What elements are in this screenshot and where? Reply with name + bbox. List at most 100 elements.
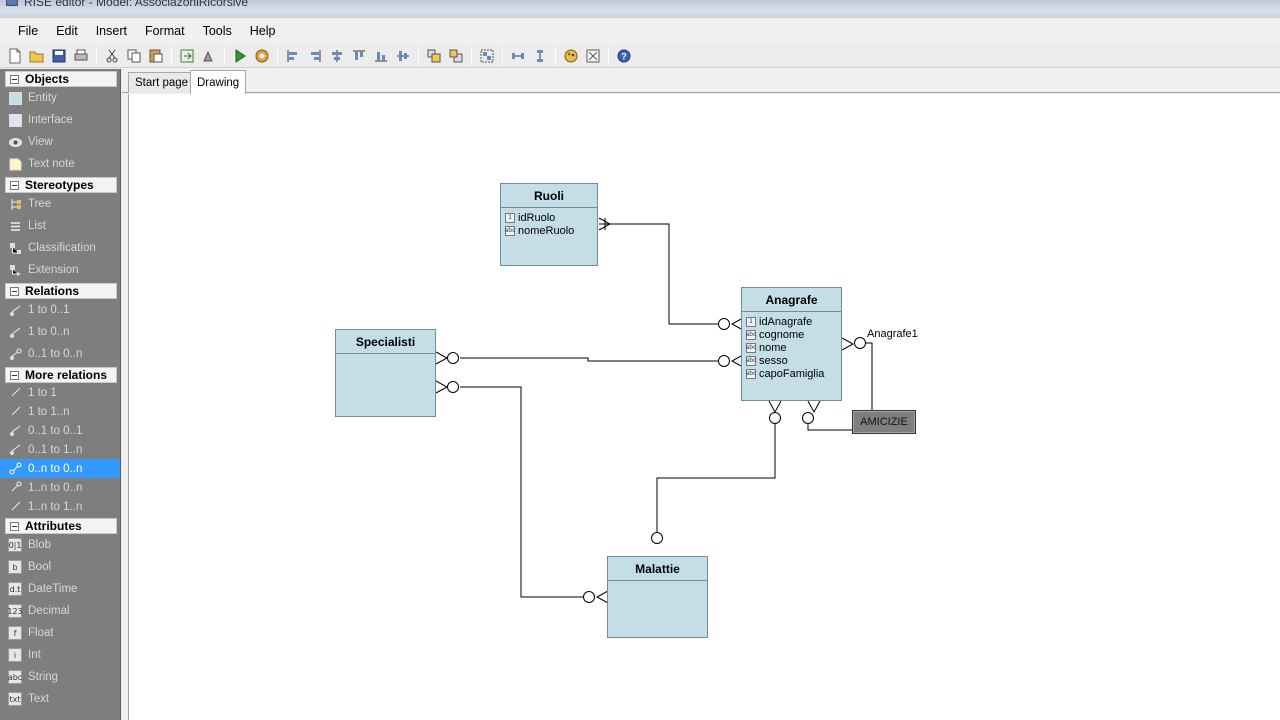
menu-help[interactable]: Help: [249, 24, 276, 38]
palette-item-text-note[interactable]: Text note: [0, 153, 120, 175]
palette-item-label: 0..1 to 0..n: [28, 348, 83, 360]
group-icon[interactable]: [476, 46, 498, 66]
palette-item-entity[interactable]: Entity: [0, 87, 120, 109]
align-left-icon[interactable]: [282, 46, 304, 66]
palette-item-relation[interactable]: 1..n to 1..n: [0, 497, 120, 516]
palette-item-extension[interactable]: Extension: [0, 259, 120, 281]
palette-item-relation[interactable]: 1 to 0..n: [0, 321, 120, 343]
generate-icon[interactable]: [198, 46, 220, 66]
toolbar-separator: [96, 46, 97, 65]
relation-line-specialisti-malattie[interactable]: [460, 386, 583, 598]
relation-line-ruoli-anagrafe[interactable]: [599, 223, 724, 325]
align-middle-icon[interactable]: [392, 46, 414, 66]
palette-item-relation[interactable]: 1..n to 0..n: [0, 478, 120, 497]
tab-start-page[interactable]: Start page: [128, 72, 196, 93]
send-back-icon[interactable]: [445, 46, 467, 66]
relation-box-amicizie[interactable]: AMICIZIE: [852, 410, 916, 434]
relation-line-amicizie-upper[interactable]: [866, 342, 873, 410]
palette-group-objects[interactable]: Objects: [5, 71, 117, 87]
entity-malattie[interactable]: Malattie: [607, 556, 708, 638]
relation-icon: [8, 386, 22, 400]
palette-item-relation[interactable]: 1 to 0..1: [0, 299, 120, 321]
palette-item-relation[interactable]: 0..1 to 0..n: [0, 343, 120, 365]
build-icon[interactable]: [251, 46, 273, 66]
palette-group-attributes[interactable]: Attributes: [5, 518, 117, 534]
align-top-icon[interactable]: [348, 46, 370, 66]
relation-icon: [8, 303, 22, 317]
run-icon[interactable]: [229, 46, 251, 66]
export-icon[interactable]: [176, 46, 198, 66]
print-icon[interactable]: [70, 46, 92, 66]
toolbar-separator: [224, 46, 225, 65]
open-icon[interactable]: [26, 46, 48, 66]
align-bottom-icon[interactable]: [370, 46, 392, 66]
copy-icon[interactable]: [123, 46, 145, 66]
optional-marker: [583, 591, 595, 603]
palette-item-view[interactable]: View: [0, 131, 120, 153]
palette-item-label: 0..1 to 1..n: [28, 443, 83, 456]
entity-title: Specialisti: [336, 330, 435, 354]
entity-specialisti[interactable]: Specialisti: [335, 329, 436, 417]
palette-item-relation-selected[interactable]: 0..n to 0..n: [0, 459, 120, 478]
optional-marker: [854, 337, 866, 349]
paste-icon[interactable]: [145, 46, 167, 66]
optional-marker: [447, 381, 459, 393]
align-right-icon[interactable]: [304, 46, 326, 66]
attribute-name: nome: [759, 341, 787, 354]
help-icon[interactable]: ?: [613, 46, 635, 66]
save-icon[interactable]: [48, 46, 70, 66]
tab-drawing[interactable]: Drawing: [190, 70, 247, 94]
menu-tools[interactable]: Tools: [202, 24, 232, 38]
palette-item-relation[interactable]: 0..1 to 0..1: [0, 421, 120, 440]
palette-group-relations[interactable]: Relations: [5, 283, 117, 299]
palette-item-relation[interactable]: 1 to 1: [0, 383, 120, 402]
menu-file[interactable]: File: [18, 24, 39, 38]
space-horizontal-icon[interactable]: [507, 46, 529, 66]
palette-group-more-relations[interactable]: More relations: [5, 367, 117, 383]
text-icon: txt: [8, 692, 22, 706]
palette-item-classification[interactable]: Classification: [0, 237, 120, 259]
relation-line-anagrafe-malattie[interactable]: [656, 424, 776, 532]
new-icon[interactable]: [4, 46, 26, 66]
align-center-icon[interactable]: [326, 46, 348, 66]
palette-item-relation[interactable]: 0..1 to 1..n: [0, 440, 120, 459]
palette-item-relation[interactable]: 1 to 1..n: [0, 402, 120, 421]
zoom-fit-icon[interactable]: [582, 46, 604, 66]
collapse-icon: [10, 74, 19, 84]
palette-item-label: Extension: [28, 264, 79, 276]
palette-item-list[interactable]: List: [0, 215, 120, 237]
space-vertical-icon[interactable]: [529, 46, 551, 66]
palette-color-icon[interactable]: [560, 46, 582, 66]
palette-item-tree[interactable]: Tree: [0, 193, 120, 215]
bring-front-icon[interactable]: [423, 46, 445, 66]
palette-item-interface[interactable]: Interface: [0, 109, 120, 131]
relation-line-amicizie-lower[interactable]: [807, 424, 852, 431]
menu-edit[interactable]: Edit: [56, 24, 78, 38]
bool-icon: b: [8, 560, 22, 574]
relation-line-specialisti-anagrafe[interactable]: [460, 357, 718, 362]
palette-group-stereotypes[interactable]: Stereotypes: [5, 177, 117, 193]
menu-insert[interactable]: Insert: [95, 24, 127, 38]
optional-marker: [718, 355, 730, 367]
menu-format[interactable]: Format: [144, 24, 185, 38]
string-icon: abc: [745, 342, 757, 353]
cut-icon[interactable]: [101, 46, 123, 66]
